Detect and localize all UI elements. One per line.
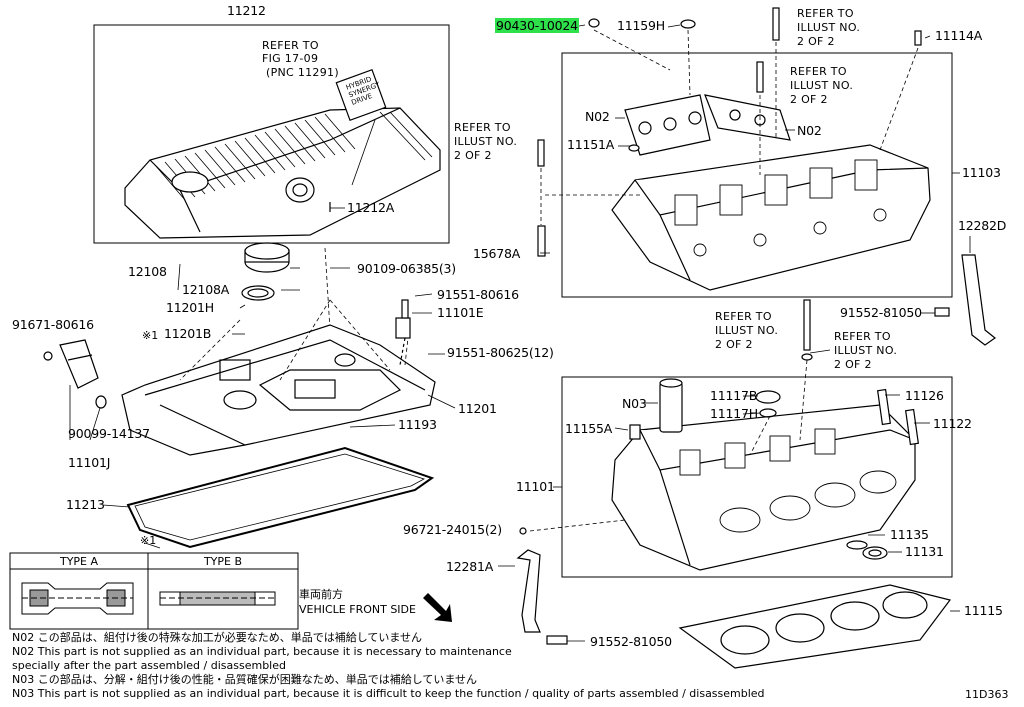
part-label-11201B[interactable]: 11201B: [164, 326, 212, 341]
oil-filler-cap-illustration: [241, 242, 290, 301]
head-gasket-illustration: [678, 584, 952, 669]
note-n03-en: N03 This part is not supplied as an indi…: [12, 687, 765, 700]
part-label-91551-80625[interactable]: 91551-80625(12): [447, 345, 554, 360]
front-side-jp: 車両前方: [299, 588, 343, 601]
group-label-11212[interactable]: 11212: [227, 3, 266, 18]
type-a-icon: [21, 582, 134, 615]
part-label-11114A[interactable]: 11114A: [935, 28, 983, 43]
part-label-11193[interactable]: 11193: [398, 417, 437, 432]
part-label-91671-80616[interactable]: 91671-80616: [12, 317, 94, 332]
front-arrow-icon: [423, 593, 452, 622]
refer-fig-line2: FIG 17-09: [262, 52, 319, 65]
part-label-11122[interactable]: 11122: [933, 416, 972, 431]
part-label-11101E[interactable]: 11101E: [437, 305, 484, 320]
part-label-11117H[interactable]: 11117H: [710, 406, 758, 421]
front-side-en: VEHICLE FRONT SIDE: [299, 603, 416, 616]
group-label-11101[interactable]: 11101: [516, 479, 555, 494]
part-label-11126[interactable]: 11126: [905, 388, 944, 403]
part-label-11159H[interactable]: 11159H: [617, 18, 665, 33]
part-label-90099-14137[interactable]: 90099-14137: [68, 426, 150, 441]
part-label-11201H[interactable]: 11201H: [166, 300, 214, 315]
group-box-11101: [561, 376, 953, 578]
part-label-91552-81050-top[interactable]: 91552-81050: [840, 305, 922, 320]
cylinder-head-illustration: [519, 299, 920, 571]
note-n03-jp: N03 この部品は、分解・組付け後の性能・品質確保が困難なため、単品では補給して…: [12, 673, 478, 686]
part-label-12282D[interactable]: 12282D: [958, 218, 1007, 233]
part-label-12108[interactable]: 12108: [128, 264, 167, 279]
part-label-11155A[interactable]: 11155A: [565, 421, 613, 436]
part-label-11213[interactable]: 11213: [66, 497, 105, 512]
legend-type-a-label: TYPE A: [59, 555, 99, 568]
engine-hanger-illustration: [516, 549, 541, 633]
note-n02-jp: N02 この部品は、組付け後の特殊な加工が必要なため、単品では補給していません: [12, 631, 423, 644]
note-n02-en: N02 This part is not supplied as an indi…: [12, 645, 512, 658]
part-label-11212A[interactable]: 11212A: [347, 200, 395, 215]
part-label-11115[interactable]: 11115: [964, 603, 1003, 618]
vvt-sensor-illustration: [43, 339, 107, 409]
legend-type-b-label: TYPE B: [203, 555, 243, 568]
engine-cover-illustration: [124, 68, 441, 331]
part-label-11117B[interactable]: 11117B: [710, 388, 758, 403]
part-label-N02-left[interactable]: N02: [585, 109, 610, 124]
group-label-11103[interactable]: 11103: [962, 165, 1001, 180]
part-label-12108A[interactable]: 12108A: [182, 282, 230, 297]
cam-sensor-illustration: [395, 299, 411, 366]
part-label-N03[interactable]: N03: [622, 396, 647, 411]
part-label-N02-right[interactable]: N02: [797, 123, 822, 138]
legend-box: [9, 552, 299, 630]
part-label-12281A[interactable]: 12281A: [446, 559, 494, 574]
part-label-11201[interactable]: 11201: [458, 401, 497, 416]
part-label-91552-81050-bottom[interactable]: 91552-81050: [590, 634, 672, 649]
part-label-11101J[interactable]: 11101J: [68, 455, 111, 470]
part-label-11135[interactable]: 11135: [890, 527, 929, 542]
head-cover-gasket-illustration: [126, 446, 435, 549]
mark-note-1: ※1: [142, 329, 159, 342]
part-label-90109-06385[interactable]: 90109-06385(3): [357, 261, 456, 276]
group-box-11103: [561, 52, 953, 298]
type-b-icon: [159, 591, 276, 606]
note-n02-en-cont: specially after the part assembled / dis…: [12, 659, 286, 672]
part-label-90430-10024[interactable]: 90430-10024: [495, 18, 579, 33]
part-label-11151A[interactable]: 11151A: [567, 137, 615, 152]
part-label-11131[interactable]: 11131: [905, 544, 944, 559]
part-label-91551-80616[interactable]: 91551-80616: [437, 287, 519, 302]
cam-housing-illustration: [537, 7, 997, 346]
part-label-15678A[interactable]: 15678A: [473, 246, 521, 261]
part-label-96721-24015[interactable]: 96721-24015(2): [403, 522, 502, 537]
refer-fig-line3: (PNC 11291): [266, 66, 339, 79]
cylinder-head-cover-illustration: [121, 299, 436, 456]
refer-fig-line1: REFER TO: [262, 39, 319, 52]
diagram-code: 11D363: [965, 688, 1009, 701]
mark-note-2: ※1: [140, 534, 157, 547]
